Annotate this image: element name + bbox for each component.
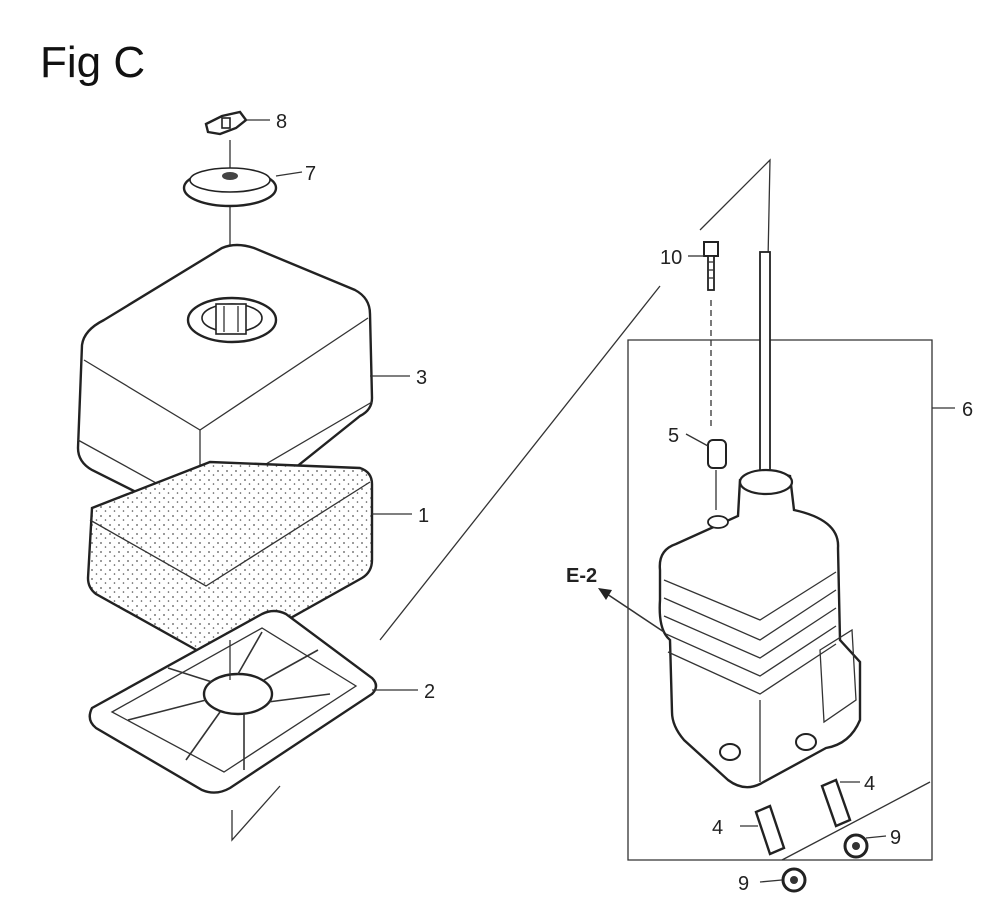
- stud-part: [759, 251, 771, 483]
- air-cleaner-cover-part: [76, 243, 374, 527]
- callout-1: 1: [418, 505, 429, 527]
- callout-4-right: 4: [864, 773, 875, 795]
- callout-9-right: 9: [890, 827, 901, 849]
- relation-line-right: [781, 781, 931, 861]
- callout-3: 3: [416, 367, 427, 389]
- collar-part: [707, 439, 727, 510]
- callout-10: 10: [660, 247, 682, 269]
- washer-part: [182, 167, 278, 208]
- pin-part-right: [820, 778, 852, 828]
- callout-7: 7: [305, 163, 316, 185]
- figure-title: Fig C: [40, 38, 146, 87]
- callout-6: 6: [962, 399, 973, 421]
- callout-8: 8: [276, 111, 287, 133]
- wing-nut-part: [204, 110, 248, 136]
- e2-reference-label: E-2: [566, 565, 597, 587]
- relation-line-left: [379, 285, 661, 641]
- pin-part-lower: [754, 804, 786, 856]
- callout-5: 5: [668, 425, 679, 447]
- foam-filter-element-part: [86, 460, 374, 658]
- nut-part-lower: [781, 867, 807, 893]
- callout-9-lower: 9: [738, 873, 749, 895]
- filter-base-plate-part: [88, 609, 378, 794]
- bolt-part: [703, 241, 719, 430]
- callout-2: 2: [424, 681, 435, 703]
- base-bracket-line: [231, 785, 281, 842]
- callout-4-lower: 4: [712, 817, 723, 839]
- e2-reference-arrow: [598, 588, 665, 633]
- elbow-body-part: [658, 468, 862, 789]
- nut-part-right: [843, 833, 869, 859]
- assembly-frame: [627, 339, 933, 861]
